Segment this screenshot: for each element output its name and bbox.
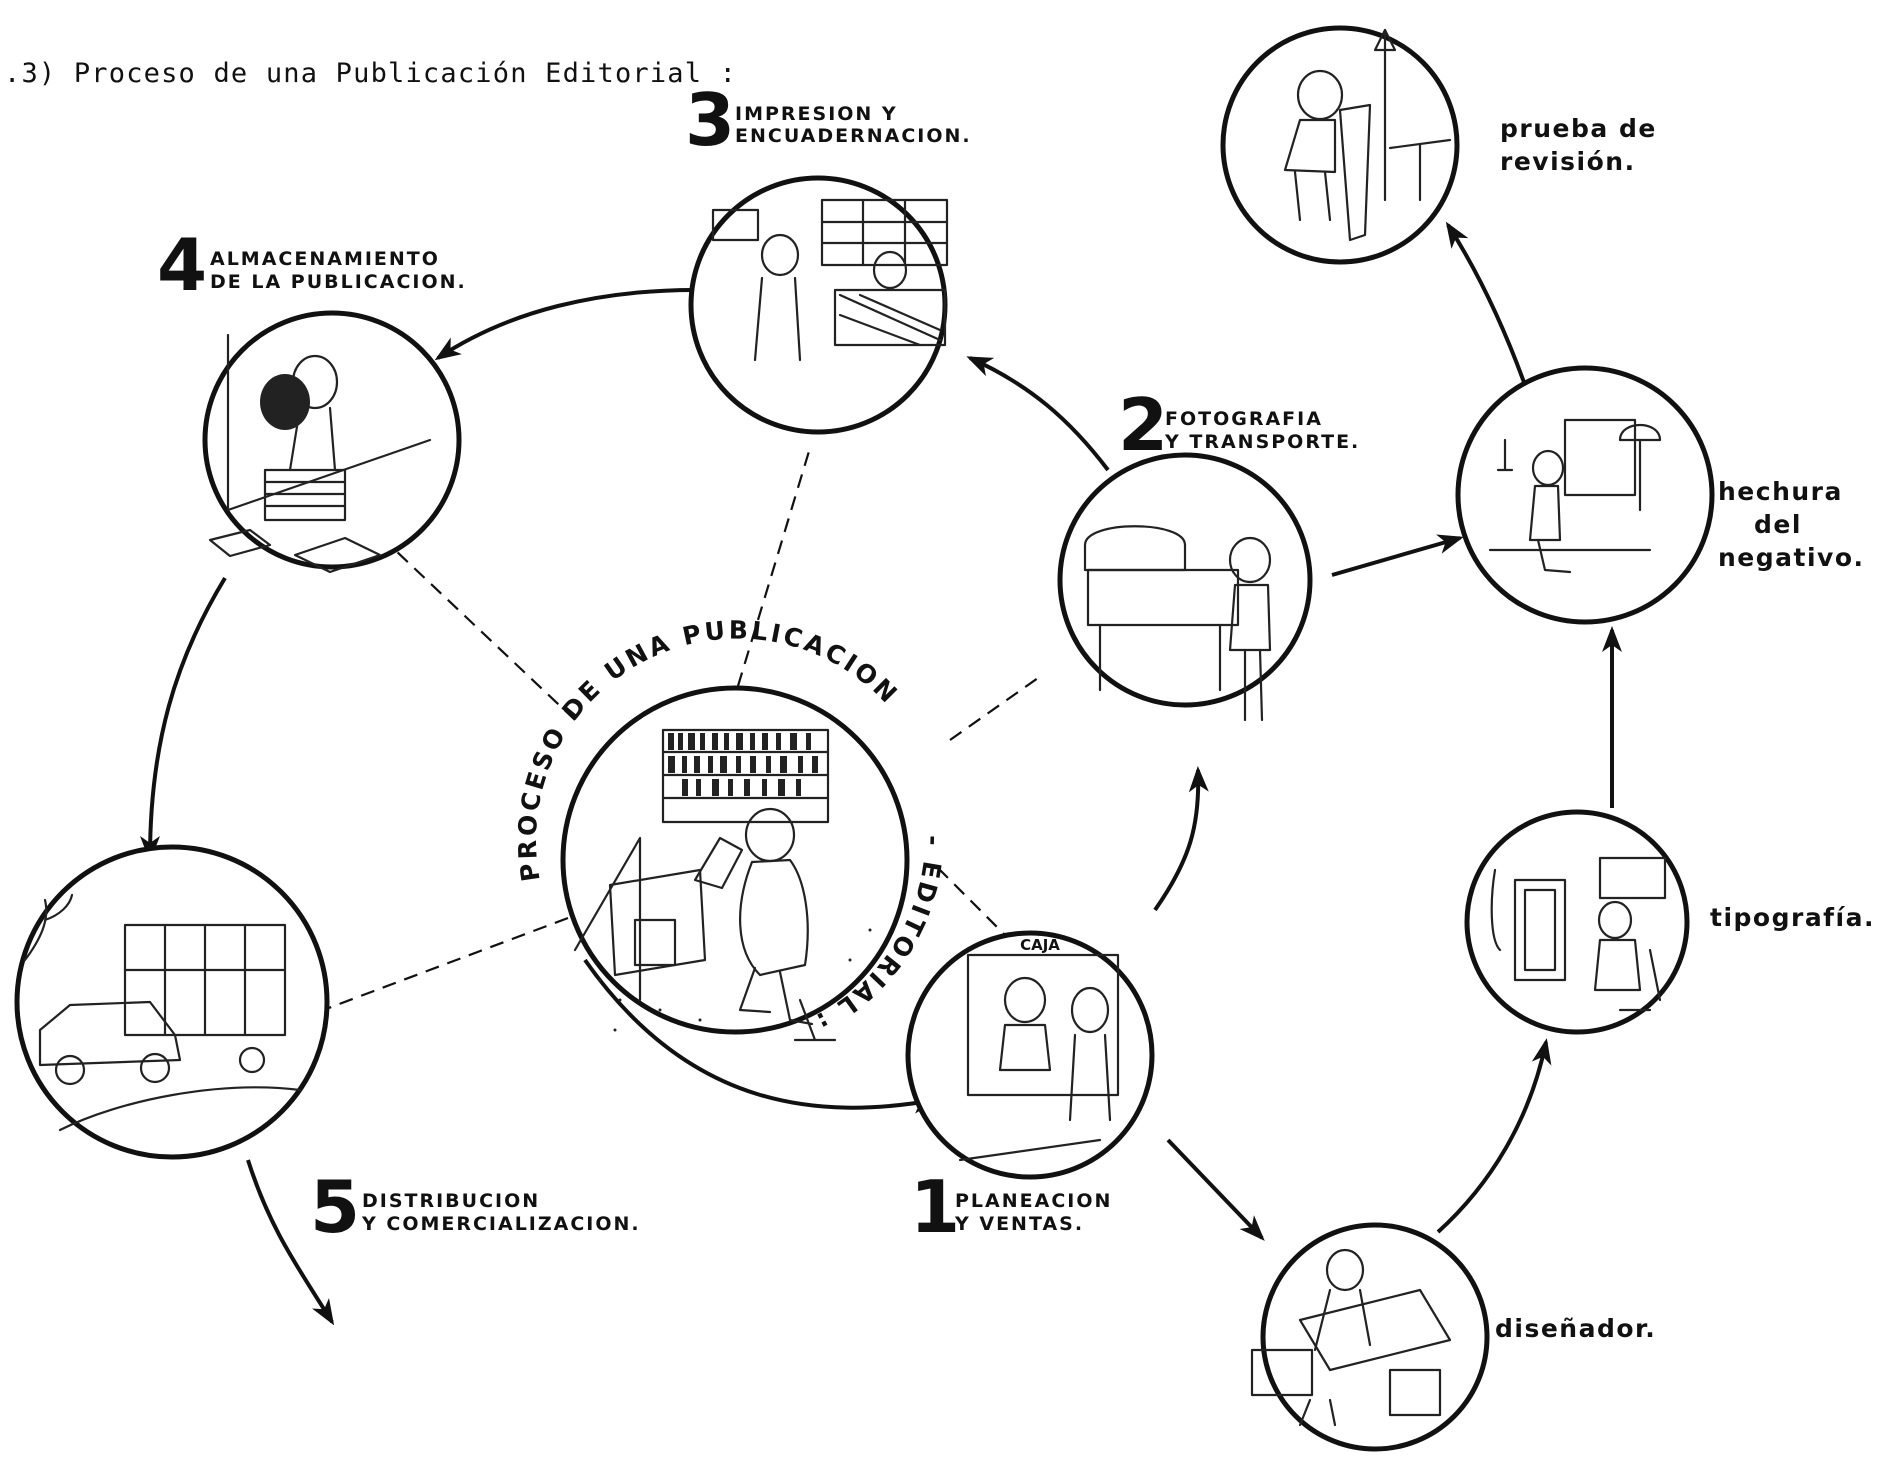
side-label-hechura: hechura del negativo. — [1718, 477, 1865, 572]
darkroom-scene — [1455, 365, 1715, 625]
side-label-hechura-line1: hechura — [1718, 477, 1843, 506]
stage-line2-1: Y VENTAS. — [954, 1213, 1084, 1235]
stage-line2-5: Y COMERCIALIZACION. — [361, 1213, 641, 1235]
typesetter-scene — [1464, 809, 1690, 1035]
stage-line1-4: ALMACENAMIENTO — [210, 248, 440, 270]
side-label-prueba-line2: revisión. — [1500, 147, 1636, 176]
side-label-tipografia: tipografía. — [1710, 903, 1875, 932]
graphic-camera-scene — [1057, 452, 1313, 722]
stage-line1-2: FOTOGRAFIA — [1165, 408, 1323, 430]
truck-scene — [14, 844, 330, 1160]
stage-number-4: 4 — [157, 223, 207, 307]
stage-label-2: 2 FOTOGRAFIA Y TRANSPORTE. — [1118, 383, 1360, 467]
stage-label-1: 1 PLANEACION Y VENTAS. — [910, 1165, 1112, 1249]
designer-scene — [1250, 1222, 1490, 1452]
stage-line1-3: IMPRESION Y — [735, 103, 898, 125]
stage-line2-2: Y TRANSPORTE. — [1164, 431, 1360, 453]
warehouse-scene — [202, 310, 462, 574]
side-label-prueba-line1: prueba de — [1500, 114, 1657, 143]
side-label-disenador: diseñador. — [1495, 1314, 1656, 1343]
printing-scene — [688, 175, 949, 435]
stage-line2-3: ENCUADERNACION. — [735, 125, 972, 147]
side-chain-arrows — [1166, 221, 1622, 1241]
stage-line1-5: DISTRIBUCION — [362, 1190, 540, 1212]
stage-number-5: 5 — [310, 1165, 360, 1249]
cashier-scene: CAJA — [905, 930, 1155, 1180]
office-scene — [560, 685, 910, 1042]
stage-number-2: 2 — [1118, 383, 1168, 467]
stage-number-1: 1 — [910, 1165, 960, 1249]
stage-line1-1: PLANEACION — [955, 1190, 1112, 1212]
stage-label-4: 4 ALMACENAMIENTO DE LA PUBLICACION. — [157, 223, 467, 307]
dashed-connectors — [317, 447, 1039, 1014]
side-label-prueba: prueba de revisión. — [1500, 114, 1657, 176]
side-label-hechura-line2: del — [1754, 510, 1802, 539]
main-cycle-arrows — [140, 288, 1209, 1326]
side-label-hechura-line3: negativo. — [1718, 543, 1865, 572]
page-title: .3) Proceso de una Publicación Editorial… — [4, 58, 737, 89]
proofreader-scene — [1220, 25, 1460, 265]
stage-line2-4: DE LA PUBLICACION. — [210, 271, 467, 293]
stage-label-3: 3 IMPRESION Y ENCUADERNACION. — [685, 78, 972, 162]
cashier-sign: CAJA — [1020, 936, 1060, 954]
stage-label-5: 5 DISTRIBUCION Y COMERCIALIZACION. — [310, 1165, 641, 1249]
stage-number-3: 3 — [685, 78, 735, 162]
